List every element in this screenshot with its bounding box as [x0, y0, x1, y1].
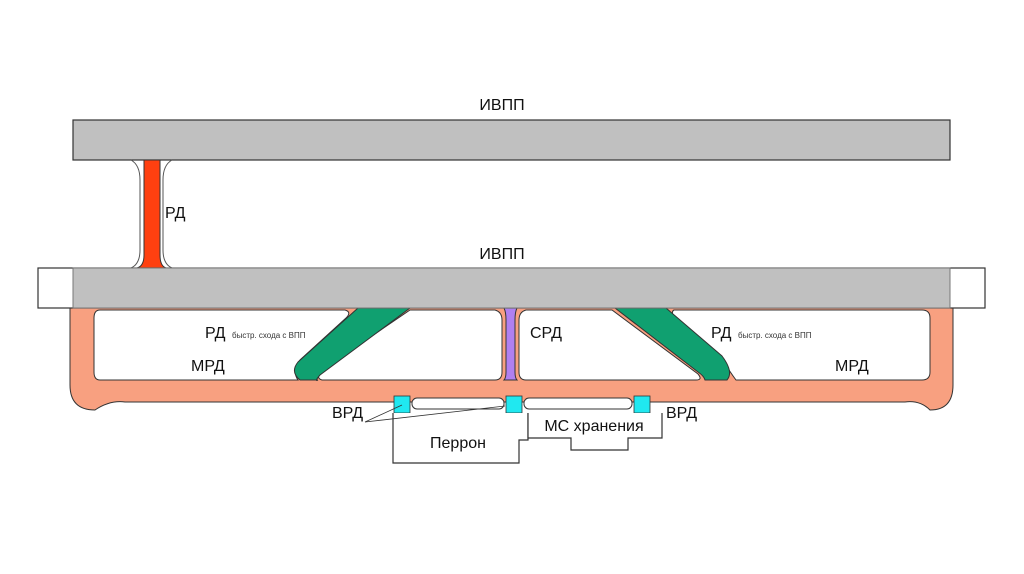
- main-taxiway-right-label: МРД: [835, 358, 869, 375]
- runway-top: [72, 119, 951, 161]
- apron-label: Перрон: [430, 435, 486, 452]
- main-taxiway-left-label: МРД: [191, 358, 225, 375]
- apron-taxiway-right-label: ВРД: [666, 405, 697, 422]
- apron-link-1: [393, 395, 411, 414]
- apron-link-3: [633, 395, 651, 414]
- rapid-exit-left: [294, 307, 412, 381]
- runway-bottom: [72, 267, 951, 309]
- rapid-exit-right-label: РД: [711, 325, 732, 342]
- runway-bottom-label: ИВПП: [479, 246, 524, 263]
- center-link-label: СРД: [530, 325, 562, 342]
- infield-left: [93, 309, 350, 381]
- center-link: [502, 307, 519, 381]
- leader-line-1: [364, 404, 403, 423]
- infield-center-right: [518, 309, 701, 381]
- leader-line-2: [364, 405, 506, 423]
- storage-stands: [527, 413, 663, 451]
- apron-lane-1: [411, 397, 505, 410]
- rapid-exit-left-label: РД: [205, 325, 226, 342]
- rapid-exit-right: [613, 307, 731, 381]
- connecting-taxiway: [136, 159, 167, 269]
- rapid-exit-right-sublabel: быстр. схода с ВПП: [738, 331, 812, 340]
- connecting-taxiway-fillet: [130, 159, 173, 269]
- apron-lane-2: [523, 397, 633, 410]
- rapid-exit-left-sublabel: быстр. схода с ВПП: [232, 331, 306, 340]
- apron-link-2: [505, 395, 523, 414]
- storage-stands-label: МС хранения: [544, 418, 643, 435]
- connecting-taxiway-label: РД: [165, 205, 186, 222]
- runway-top-label: ИВПП: [479, 97, 524, 114]
- apron-taxiway-left-label: ВРД: [332, 405, 363, 422]
